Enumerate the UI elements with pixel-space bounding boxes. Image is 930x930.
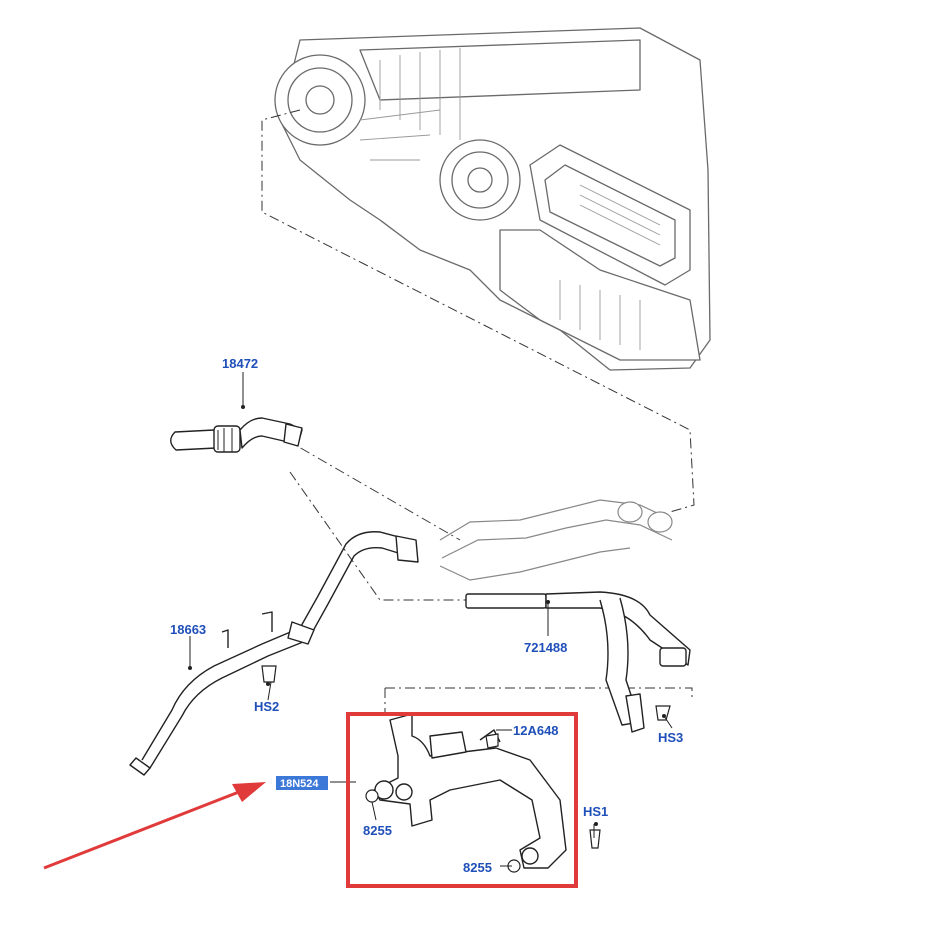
label-721488: 721488 (524, 640, 567, 655)
hvac-detail-lines (359, 48, 661, 350)
label-12A648: 12A648 (513, 723, 559, 738)
label-18472: 18472 (222, 356, 258, 371)
hvac-housing (274, 27, 711, 371)
fasteners (261, 665, 671, 873)
label-8255-left: 8255 (363, 823, 392, 838)
secondary-hoses (439, 499, 673, 581)
pointer-arrow (43, 782, 266, 870)
pipe-721488 (465, 591, 691, 733)
label-leaders (189, 372, 673, 867)
label-18663: 18663 (170, 622, 206, 637)
coolant-housing-18N524 (373, 713, 567, 869)
label-highlighted-part: 18N524 (280, 778, 319, 790)
label-hs1: HS1 (583, 804, 608, 819)
label-dots (188, 405, 666, 826)
hose-18663 (129, 531, 419, 776)
hose-18472 (170, 417, 303, 453)
highlight-box (346, 712, 578, 888)
highlighted-part-tag (276, 776, 328, 790)
label-8255-right: 8255 (463, 860, 492, 875)
assembly-leader-lines (261, 109, 695, 714)
label-hs2: HS2 (254, 699, 279, 714)
label-hs3: HS3 (658, 730, 683, 745)
